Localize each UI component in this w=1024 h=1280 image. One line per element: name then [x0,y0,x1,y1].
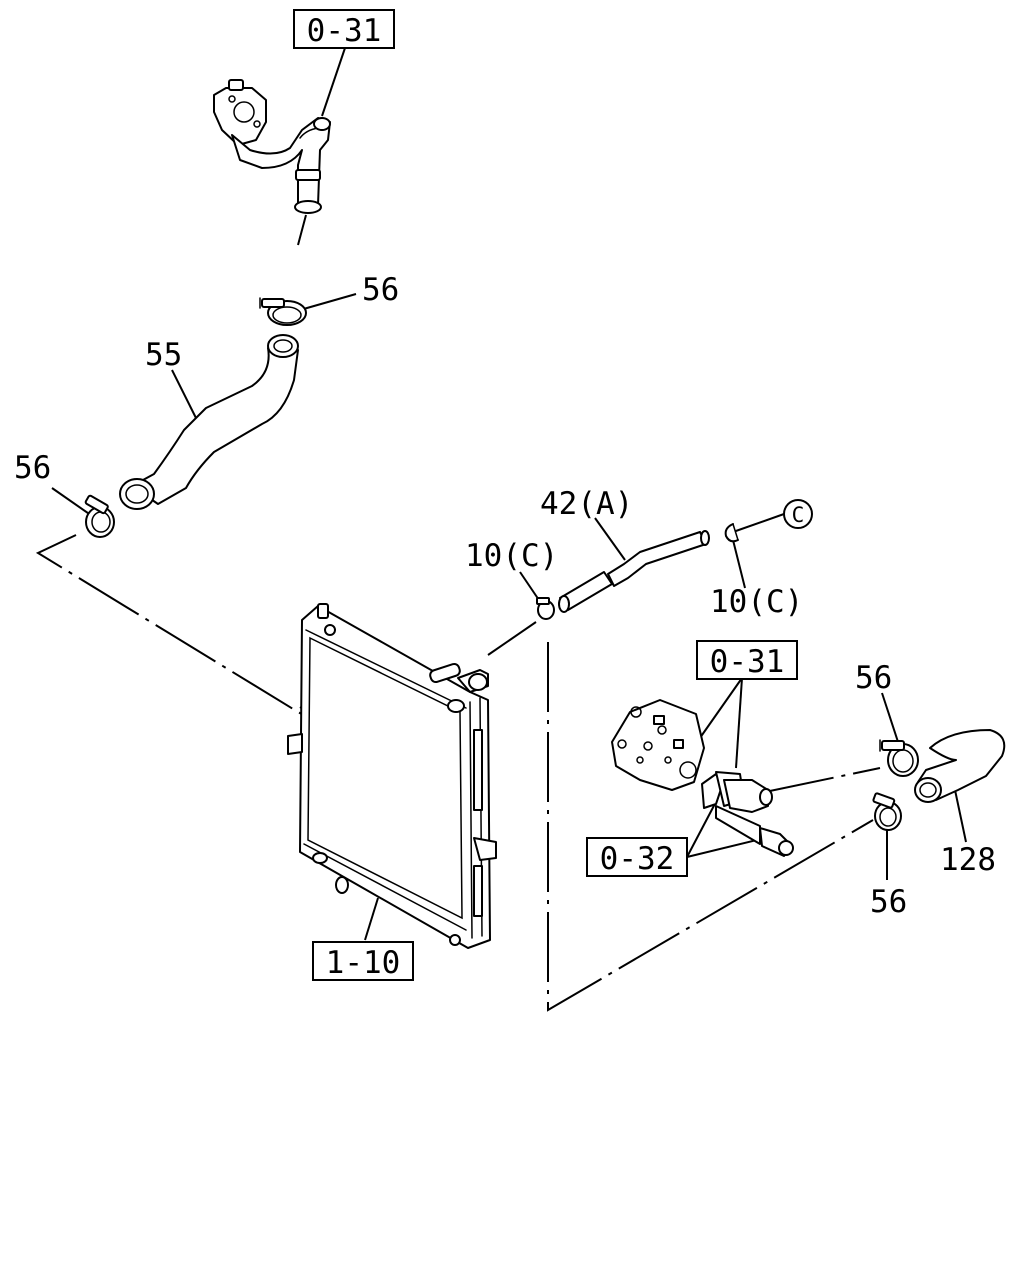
label-ref-bottom: 0-32 [600,841,675,877]
label-ref-pump: 0-31 [710,644,785,680]
label-ref-radiator: 1-10 [326,945,401,981]
label-hose-right[interactable]: 128 [940,842,996,878]
label-hose-small[interactable]: 42(A) [540,486,633,522]
label-hose-upper[interactable]: 55 [145,337,182,373]
clip-right [724,523,739,543]
hose-clamp-right-bottom [872,792,902,831]
callout-ref-bottom[interactable]: 0-32 [586,837,688,877]
hose-clamp-left [84,494,115,538]
hose-clamp-upper [259,297,307,326]
water-pump-assembly [611,699,794,857]
label-clamp-right-bottom[interactable]: 56 [870,884,907,920]
water-outlet-pipe [213,79,331,214]
leader-lines [51,47,967,941]
callout-ref-top[interactable]: 0-31 [293,9,395,49]
label-ref-top: 0-31 [307,13,382,49]
callout-ref-pump[interactable]: 0-31 [696,640,798,680]
label-clamp-left[interactable]: 56 [14,450,51,486]
lower-radiator-hose [914,729,1006,803]
clip-left [536,597,555,620]
label-ref-circle: C [792,503,805,527]
callout-ref-radiator[interactable]: 1-10 [312,941,414,981]
label-clamp-upper[interactable]: 56 [362,272,399,308]
small-hose [558,530,710,613]
label-clip-right[interactable]: 10(C) [710,584,803,620]
hose-clamp-right-top [879,739,919,777]
callout-ref-circle[interactable]: C [783,499,813,529]
label-clamp-right-top[interactable]: 56 [855,660,892,696]
radiator [287,603,497,949]
upper-radiator-hose [119,334,299,510]
label-clip-left[interactable]: 10(C) [465,538,558,574]
